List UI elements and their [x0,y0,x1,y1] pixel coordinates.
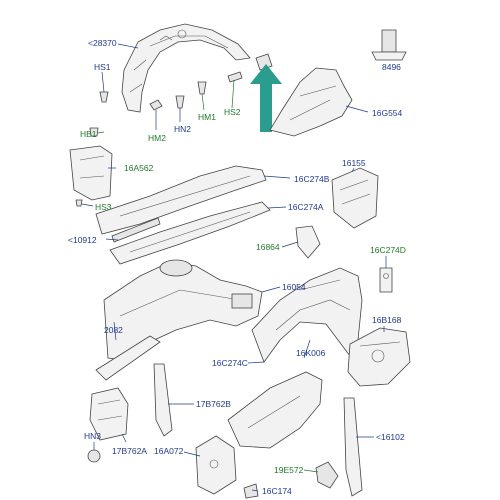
label-16A072: 16A072 [154,446,184,456]
side-panel-16G554 [269,67,353,137]
frame-rail-16054 [103,259,263,361]
label-16C274C: 16C274C [212,358,248,368]
bracket-16C274D [379,267,393,293]
rail-2082 [95,335,161,381]
label-16C274B: 16C274B [294,174,330,184]
label-HN3: HN3 [84,431,102,441]
label-HB1: HB1 [80,129,97,139]
label-16C174: 16C174 [262,486,292,496]
label-16A562: 16A562 [124,163,154,173]
bracket-17B762A [89,387,129,441]
highlight-arrow [250,64,282,132]
rail-16C274A [109,201,271,265]
label-2082: 2082 [104,325,123,335]
label-19E572: 19E572 [274,465,304,475]
bracket-16155 [331,167,379,229]
bolt-HN3 [87,449,101,463]
label-16864: 16864 [256,242,280,252]
label-16054: 16054 [282,282,306,292]
label-16B168: 16B168 [372,315,402,325]
label-10912: <10912 [68,235,97,245]
bracket-16864 [295,225,321,259]
label-17B762B: 17B762B [196,399,231,409]
part-19E572 [315,461,339,489]
label-HS2: HS2 [224,107,241,117]
rail-16C274B [95,165,267,235]
leader-lines [81,43,387,492]
part-16C174 [243,483,259,499]
pillar-16102 [343,397,363,497]
label-8496: 8496 [382,62,401,72]
label-17B762A: 17B762A [112,446,147,456]
bracket-16A072 [195,435,237,495]
label-16G554: 16G554 [372,108,403,118]
lower-panel [227,371,323,449]
fasteners [75,53,273,207]
label-16155: 16155 [342,158,366,168]
label-16K006: 16K006 [296,348,326,358]
label-HM1: HM1 [198,112,216,122]
label-HS3: HS3 [95,202,112,212]
bolt-8496 [371,29,407,61]
bracket-17B762B [153,363,173,437]
bracket-16A562 [69,145,113,201]
wheel-arch-liner [121,23,251,113]
bracket-10912 [111,217,161,243]
label-16C274A: 16C274A [288,202,324,212]
label-28370: <28370 [88,38,117,48]
label-16C274D: 16C274D [370,245,406,255]
label-HN2: HN2 [174,124,192,134]
label-HS1: HS1 [94,62,111,72]
label-HM2: HM2 [148,133,166,143]
label-16102: <16102 [376,432,405,442]
